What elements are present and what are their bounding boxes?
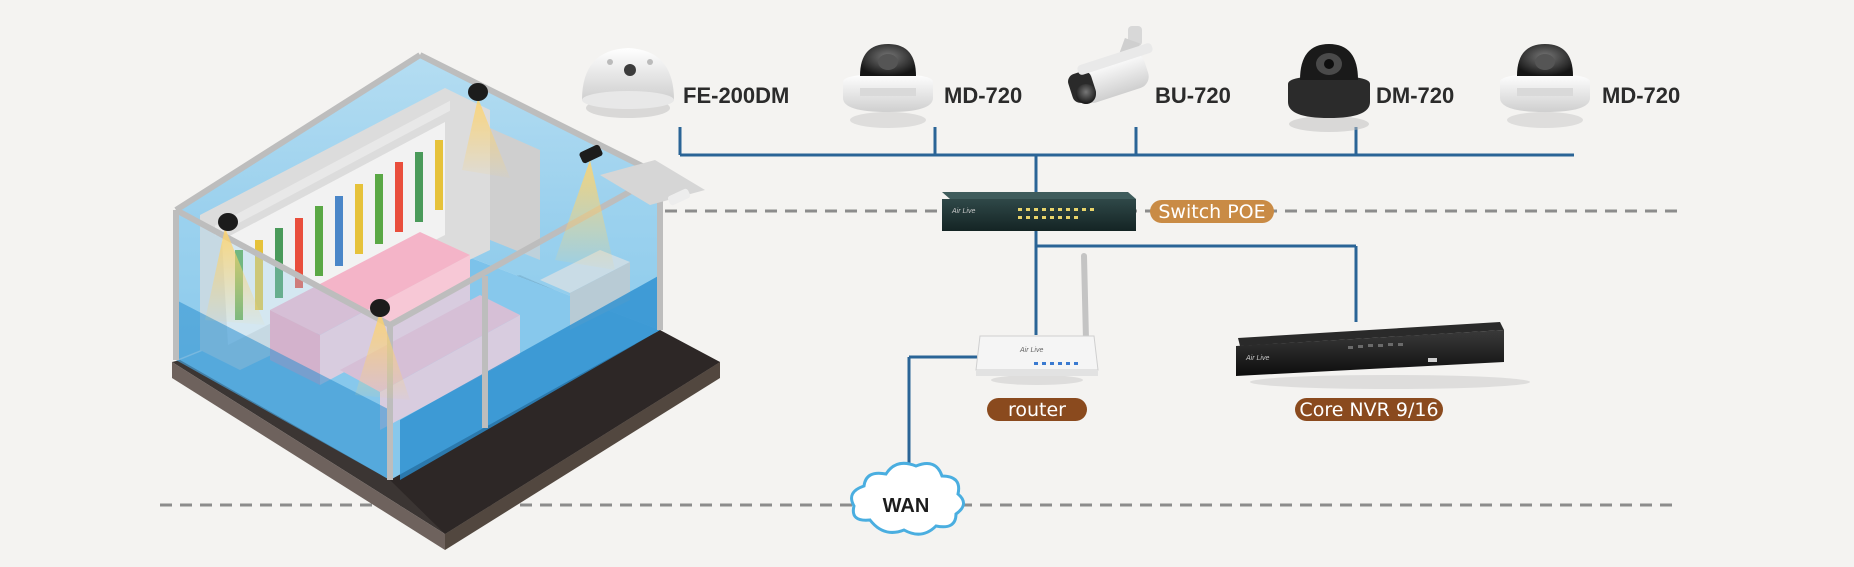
store-illustration xyxy=(172,52,720,550)
camera-label: FE-200DM xyxy=(683,83,789,108)
nvr-label-pill: Core NVR 9/16 xyxy=(1295,398,1443,421)
switch-label: Switch POE xyxy=(1158,201,1265,223)
camera-label: DM-720 xyxy=(1376,83,1454,108)
dark-dome-camera-icon xyxy=(1288,44,1370,132)
network-lines xyxy=(678,127,1574,475)
nvr-icon: Air Live xyxy=(1236,322,1530,389)
router-brand: Air Live xyxy=(1019,347,1043,354)
nvr-label: Core NVR 9/16 xyxy=(1299,399,1438,421)
switch-brand: Air Live xyxy=(951,208,975,215)
poe-switch-icon: Air Live xyxy=(942,192,1136,231)
dome-camera-icon xyxy=(1500,44,1590,128)
switch-label-pill: Switch POE xyxy=(1150,200,1274,223)
router-label-pill: router xyxy=(987,398,1087,421)
router-icon: Air Live xyxy=(975,253,1099,385)
bullet-camera-icon xyxy=(1068,26,1153,104)
camera-label: BU-720 xyxy=(1155,83,1231,108)
fisheye-camera-icon xyxy=(582,48,674,118)
camera-label: MD-720 xyxy=(1602,83,1680,108)
wan-cloud-icon: WAN xyxy=(850,461,965,536)
nvr-brand: Air Live xyxy=(1245,355,1269,362)
dome-camera-icon xyxy=(843,44,933,128)
camera-label: MD-720 xyxy=(944,83,1022,108)
router-label: router xyxy=(1008,399,1066,421)
wan-label: WAN xyxy=(883,495,930,517)
